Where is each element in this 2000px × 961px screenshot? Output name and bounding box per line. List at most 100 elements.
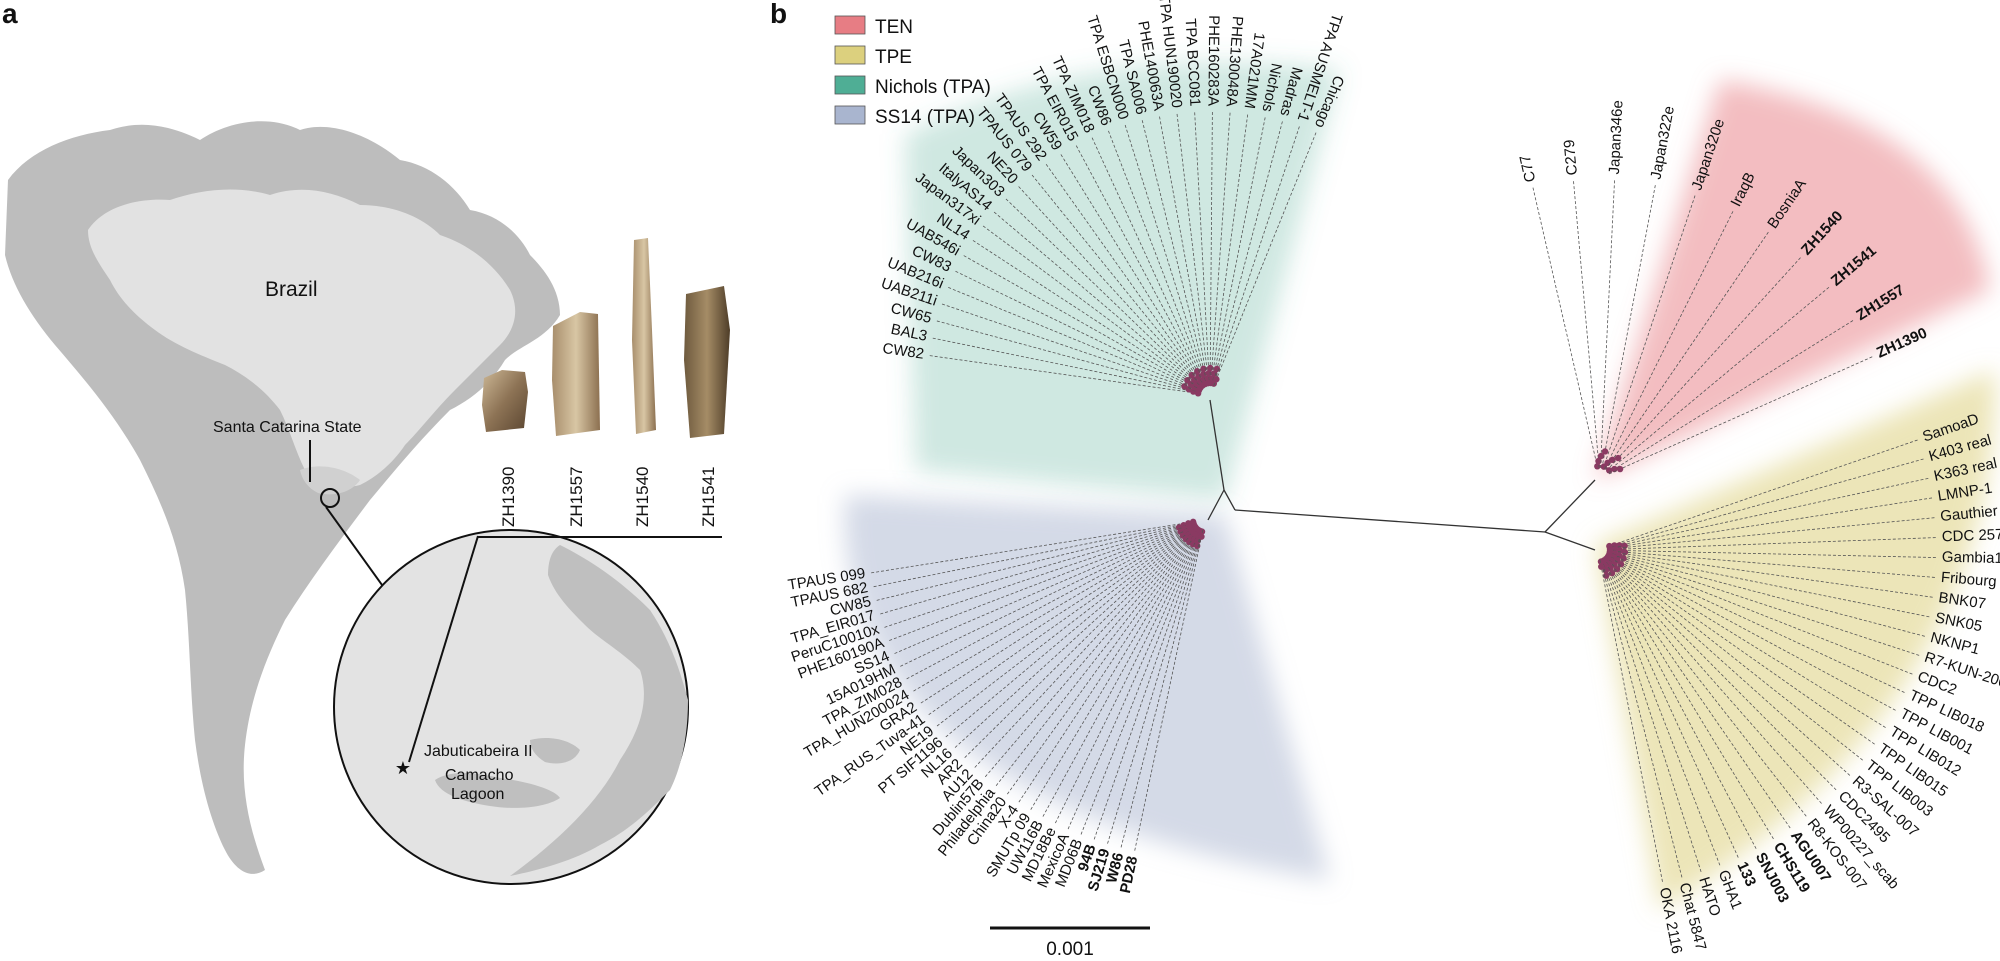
branch-uab216i bbox=[946, 286, 1201, 392]
branch-au12 bbox=[973, 527, 1199, 770]
branch-94b bbox=[1093, 529, 1203, 842]
country-label: Brazil bbox=[265, 278, 318, 301]
branch-tpaus-682 bbox=[871, 521, 1196, 588]
lagoon-label-line1: Camacho bbox=[445, 767, 514, 784]
santa-catarina-region bbox=[300, 466, 360, 495]
branch-oka-2116 bbox=[1599, 559, 1664, 884]
branch-phe140063a bbox=[1158, 114, 1209, 386]
inset-lagoon bbox=[435, 773, 560, 808]
branch-tpp-lib015 bbox=[1605, 555, 1877, 746]
site-locator-circle bbox=[320, 488, 340, 508]
node-chicago bbox=[1213, 376, 1220, 383]
branch-smutp-09 bbox=[1029, 528, 1201, 812]
bone-label-ZH1540: ZH1540 bbox=[633, 467, 652, 527]
branch-pd28 bbox=[1133, 529, 1204, 853]
panel-b-tree: CW82BAL3CW65UAB211iUAB216iCW83UAB546iNL1… bbox=[787, 0, 2000, 955]
lagoon-label-line2: Lagoon bbox=[451, 786, 504, 803]
scale-bar-label: 0.001 bbox=[1046, 939, 1094, 960]
branch-k403-real bbox=[1607, 458, 1926, 548]
node-cw59 bbox=[1195, 373, 1202, 380]
branch-phe160190a bbox=[887, 523, 1196, 642]
branch-tpp-lib012 bbox=[1606, 554, 1888, 729]
legend-swatch-ss14 bbox=[834, 105, 866, 125]
branch-cdc2 bbox=[1607, 553, 1915, 676]
branch-peruc10010x bbox=[882, 522, 1196, 629]
branch-cw82 bbox=[927, 354, 1201, 395]
tip-label-cdc-2575: CDC 2575 bbox=[1941, 526, 2000, 546]
branch-tpa-eir015 bbox=[1074, 143, 1206, 387]
branch-phe130048a bbox=[1210, 110, 1231, 386]
branch-zh1390 bbox=[1608, 355, 1875, 475]
node-ne20 bbox=[1188, 371, 1195, 379]
tip-label-japan322e: Japan322e bbox=[1648, 105, 1678, 181]
branch-nichols bbox=[1211, 115, 1266, 386]
branch-133 bbox=[1601, 558, 1740, 860]
branch-ar2 bbox=[963, 526, 1199, 760]
inset-lagoon-lower bbox=[530, 738, 580, 764]
branch-gauthier bbox=[1607, 517, 1937, 550]
ss14-clade-shade bbox=[844, 495, 1330, 880]
branch-tpa-bcc081 bbox=[1194, 110, 1210, 386]
bone-photo-ZH1541 bbox=[684, 286, 730, 438]
branch-dublin57b bbox=[983, 527, 1199, 779]
branch-bnk07 bbox=[1607, 551, 1935, 598]
branch-agu007 bbox=[1603, 557, 1792, 830]
branch-tpp-lib018 bbox=[1606, 553, 1907, 694]
tpe-clade-shade bbox=[1595, 370, 1996, 910]
nichols-clade-shade bbox=[905, 62, 1340, 501]
branch-cw83 bbox=[953, 270, 1202, 391]
node-gha1 bbox=[1602, 567, 1610, 574]
ten-clade-shade bbox=[1595, 80, 1990, 480]
tree-branches bbox=[869, 110, 1938, 884]
branch-tpa-esbcn000 bbox=[1124, 122, 1208, 386]
branch-bosniaa bbox=[1605, 230, 1770, 470]
branch-phe160283a bbox=[1209, 110, 1213, 386]
branch-cw65 bbox=[934, 320, 1201, 393]
site-label: Jabuticabeira II bbox=[424, 743, 533, 760]
node-zh1541 bbox=[1606, 467, 1613, 474]
branch-snj003 bbox=[1602, 558, 1758, 851]
legend-swatch-ten bbox=[834, 15, 866, 35]
tip-label-japan346e: Japan346e bbox=[1606, 100, 1627, 175]
node-pd28 bbox=[1198, 533, 1205, 540]
tree-backbone bbox=[1207, 399, 1596, 551]
branch-nknp1 bbox=[1607, 552, 1927, 638]
node-gambia1 bbox=[1616, 547, 1624, 554]
branch-r7-kun-2001b bbox=[1607, 552, 1922, 657]
legend-swatch-nichols bbox=[834, 75, 866, 95]
branch-bal3 bbox=[930, 337, 1201, 394]
tip-label-gauthier: Gauthier bbox=[1940, 503, 1999, 525]
brazil-region bbox=[88, 189, 516, 487]
legend-swatch-tpe bbox=[834, 45, 866, 65]
bone-photo-ZH1540 bbox=[632, 238, 656, 434]
legend: TEN TPE Nichols (TPA) SS14 (TPA) bbox=[834, 15, 991, 128]
tip-label-c279: C279 bbox=[1561, 139, 1581, 176]
branch-snk05 bbox=[1607, 551, 1932, 618]
node-bosniaa bbox=[1609, 456, 1616, 464]
branch-zh1540 bbox=[1606, 255, 1803, 471]
node-hato bbox=[1603, 572, 1610, 579]
branch-tpa-hun190020 bbox=[1176, 111, 1210, 386]
branch-cw86 bbox=[1107, 128, 1207, 386]
branch-md06b bbox=[1079, 529, 1202, 837]
branch-tpa-eir017 bbox=[878, 522, 1196, 615]
branch-tpaus-099 bbox=[869, 521, 1196, 574]
branch-cdc2495 bbox=[1604, 556, 1838, 792]
bone-photo-ZH1557 bbox=[552, 312, 600, 436]
branch-wp00227-scab bbox=[1604, 557, 1824, 806]
branch-lmnp-1 bbox=[1607, 497, 1935, 549]
legend-label-nichols: Nichols (TPA) bbox=[875, 77, 991, 98]
state-label: Santa Catarina State bbox=[213, 419, 362, 436]
branch-tpa-sa006 bbox=[1141, 118, 1208, 386]
branch-w86 bbox=[1120, 529, 1203, 850]
branch-sj219 bbox=[1106, 529, 1203, 846]
bone-label-ZH1390: ZH1390 bbox=[499, 467, 518, 527]
branch-nl16 bbox=[953, 526, 1198, 750]
bone-label-ZH1541: ZH1541 bbox=[699, 467, 718, 527]
legend-label-tpe: TPE bbox=[875, 47, 912, 68]
branch-mexicoa bbox=[1066, 528, 1202, 832]
node-chs119 bbox=[1608, 569, 1616, 577]
branch-cw59 bbox=[1059, 152, 1206, 387]
branch-c279 bbox=[1572, 179, 1600, 469]
